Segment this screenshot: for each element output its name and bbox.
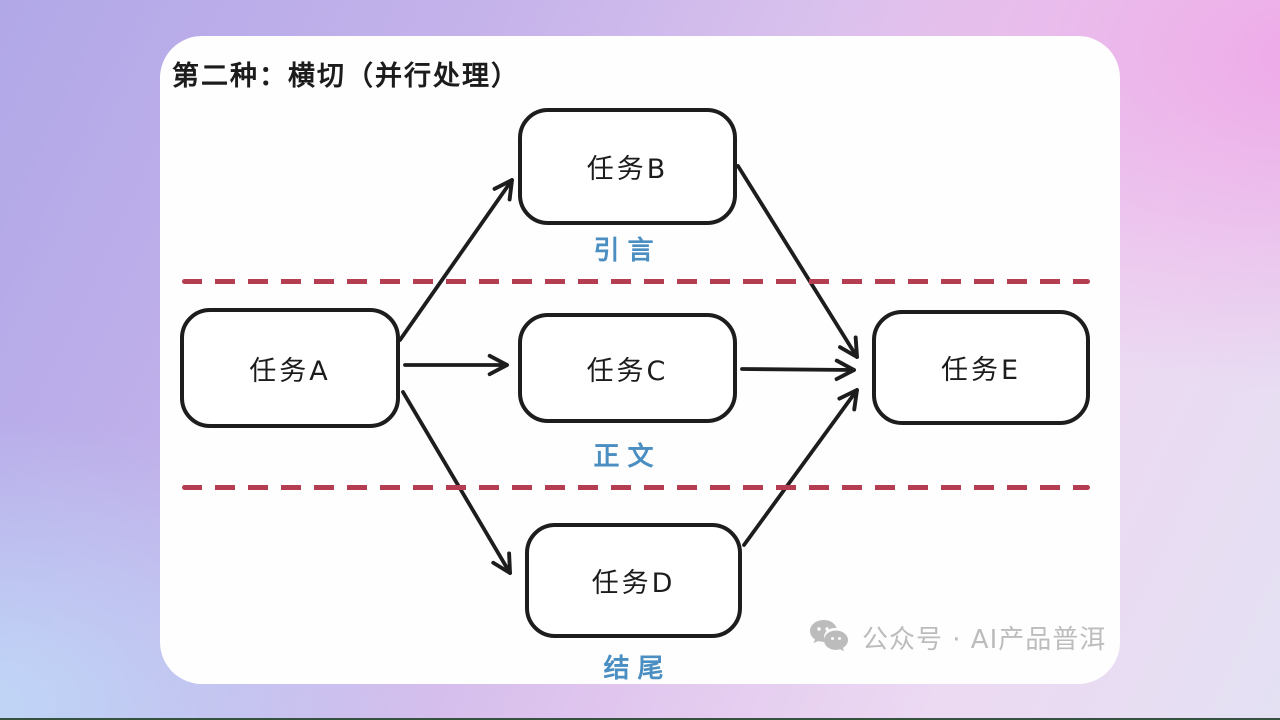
- node-task-c-label: 任务C: [586, 355, 669, 387]
- edge-c-to-e: [740, 358, 856, 382]
- edge-a-to-b: [398, 178, 514, 342]
- edge-b-to-e: [736, 164, 859, 359]
- node-task-b: 任务B: [518, 108, 737, 225]
- slide-title: 第二种：横切（并行处理）: [172, 61, 520, 92]
- lane-label-ending: 结尾: [603, 654, 672, 684]
- lane-label-body: 正文: [593, 442, 662, 472]
- node-task-d-label: 任务D: [591, 568, 676, 599]
- node-task-c: 任务C: [518, 313, 737, 423]
- flow-arrows: [398, 164, 859, 575]
- node-task-d: 任务D: [525, 523, 742, 638]
- node-task-a: 任务A: [180, 308, 400, 428]
- node-task-e-label: 任务E: [940, 355, 1022, 386]
- lane-divider-bottom: [182, 485, 1090, 490]
- watermark-text: 公众号 · AI产品普洱: [862, 624, 1107, 655]
- node-task-e: 任务E: [872, 310, 1090, 425]
- edge-a-to-d: [401, 390, 512, 575]
- lane-divider-top: [182, 279, 1090, 284]
- edge-d-to-e: [742, 388, 859, 547]
- lane-label-intro: 引言: [593, 236, 662, 266]
- slide-card: 第二种：横切（并行处理） 任务A 任务B 任务C 任务D 任务E 引言: [160, 36, 1120, 684]
- node-task-b-label: 任务B: [586, 154, 669, 185]
- bottom-border: [0, 718, 1280, 720]
- node-task-a-label: 任务A: [249, 355, 331, 387]
- watermark: 公众号 · AI产品普洱: [808, 618, 1106, 656]
- wechat-icon: [810, 620, 848, 652]
